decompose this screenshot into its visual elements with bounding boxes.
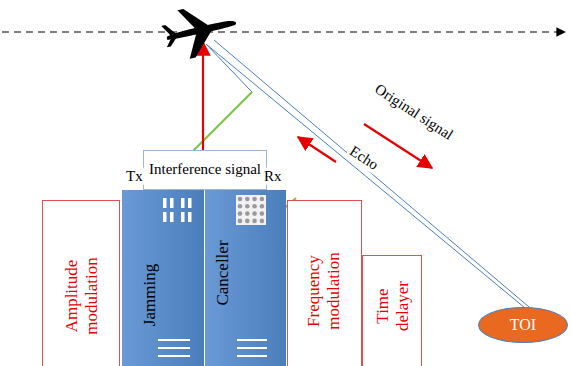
signal-box: Interference signal	[143, 150, 267, 190]
canceller-tower: Canceller	[204, 190, 286, 366]
airplane-icon	[159, 0, 242, 63]
flight-path	[2, 31, 565, 32]
signal-label: Echo	[345, 142, 383, 175]
tower-detail	[122, 190, 204, 366]
node-label: Time delayer	[373, 274, 412, 338]
node-label: Jamming	[140, 250, 160, 340]
port-label: Tx	[124, 168, 145, 185]
node-label: TOI	[510, 316, 536, 334]
node-label: Amplitude modulation	[62, 246, 101, 346]
target-ellipse: TOI	[478, 307, 568, 343]
module-box: Frequency modulation	[287, 200, 362, 366]
interference-arrow	[202, 42, 204, 150]
beam-line	[206, 44, 252, 92]
jamming-tower: Jamming	[122, 190, 204, 366]
node-label: Canceller	[213, 223, 233, 323]
echo-arrow	[298, 137, 336, 162]
node-label: Interference signal	[149, 161, 261, 178]
module-box: Time delayer	[362, 255, 422, 366]
port-label: Rx	[262, 168, 284, 185]
signal-label: Original signal	[370, 80, 457, 145]
module-box: Amplitude modulation	[42, 200, 120, 366]
node-label: Frequency modulation	[304, 241, 343, 341]
